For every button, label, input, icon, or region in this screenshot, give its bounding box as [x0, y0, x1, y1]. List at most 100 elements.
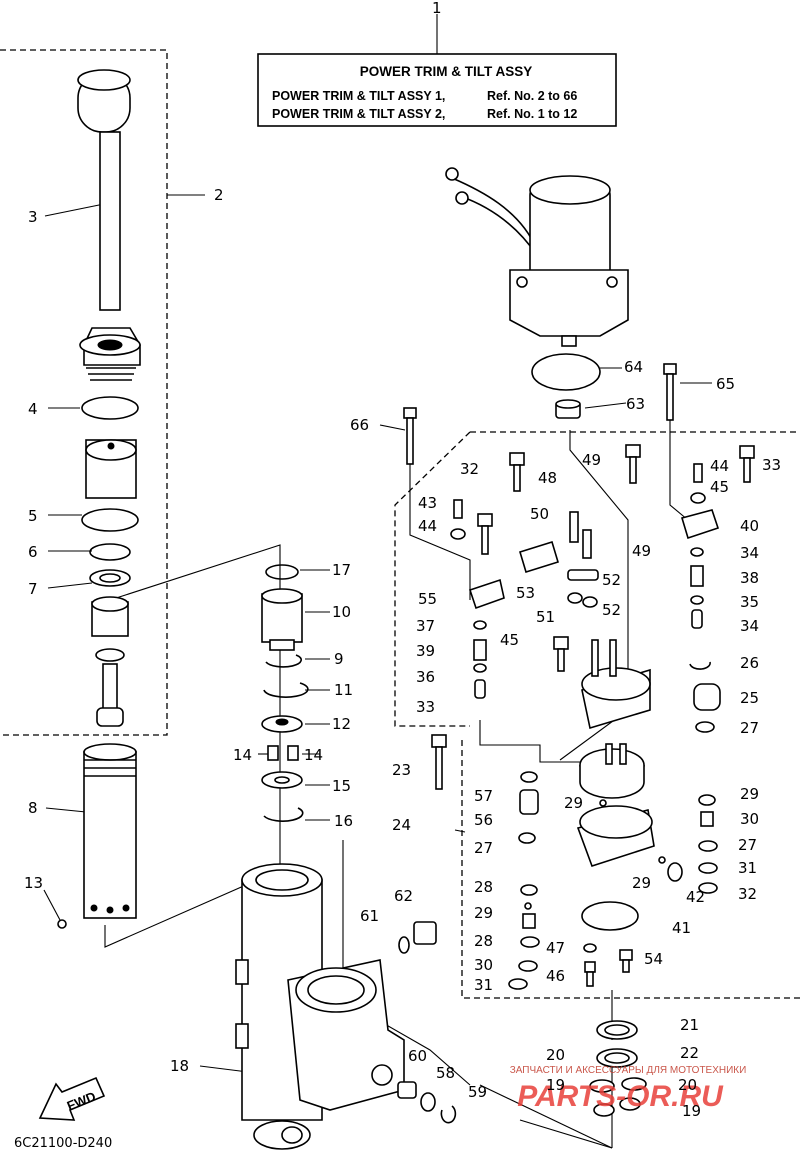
- callout-number: 25: [740, 689, 759, 707]
- part-41-bracket: [680, 509, 720, 540]
- part-49-bolts: [509, 444, 641, 492]
- part-50-51-53-54-valve-parts: [519, 511, 599, 608]
- part-1-motor: [445, 167, 629, 347]
- callout-number: 43: [418, 494, 437, 512]
- callout-number: 48: [538, 469, 557, 487]
- assy-1-ref: Ref. No. 2 to 66: [487, 89, 577, 103]
- callout-number: 29: [632, 874, 651, 892]
- callout-number: 29: [474, 904, 493, 922]
- callout-number: 63: [626, 395, 645, 413]
- part-25-valve: [693, 683, 721, 711]
- callout-number: 18: [170, 1057, 189, 1075]
- callout-number: 46: [546, 967, 565, 985]
- callout-number: 8: [28, 799, 38, 817]
- callout-number: 12: [332, 715, 351, 733]
- pump-gear-plate: [579, 743, 645, 799]
- callout-number: 19: [546, 1076, 565, 1094]
- part-13-ball: [57, 919, 67, 929]
- callout-number: 40: [740, 517, 759, 535]
- part-35-39-36-34-right-valve: [690, 547, 704, 629]
- part-66-bolts: [403, 363, 677, 465]
- part-12-seat: [261, 715, 303, 733]
- callout-number: 27: [474, 839, 493, 857]
- callout-number: 33: [762, 456, 781, 474]
- callout-number: 59: [468, 1083, 487, 1101]
- callout-number: 21: [680, 1016, 699, 1034]
- callout-number: 31: [474, 976, 493, 994]
- callout-number: 44: [418, 517, 437, 535]
- callout-number: 19: [682, 1102, 701, 1120]
- callout-number: 61: [360, 907, 379, 925]
- callout-number: 33: [416, 698, 435, 716]
- callout-number: 10: [332, 603, 351, 621]
- drawing-code: 6C21100-D240: [14, 1136, 112, 1151]
- part-58-57-27-left-valve: [518, 771, 539, 844]
- part-65-o-ring: [531, 353, 601, 391]
- callout-number: 29: [564, 794, 583, 812]
- callout-number: 28: [474, 878, 493, 896]
- callout-number: 27: [740, 719, 759, 737]
- callout-number: 50: [530, 505, 549, 523]
- part-38-40-37-34-left-valve: [473, 620, 487, 699]
- pump-housing-lower: [576, 805, 655, 867]
- callout-number: 17: [332, 561, 351, 579]
- part-21-22-seals: [596, 1020, 638, 1068]
- callout-number: 32: [738, 885, 757, 903]
- watermark-brand: PARTS-OR.RU: [517, 1080, 724, 1113]
- part-63-plug: [413, 921, 437, 945]
- part-7-small-washer: [95, 648, 125, 662]
- callout-number: 64: [624, 358, 643, 376]
- part-45-balls: [450, 492, 706, 540]
- callout-number: 32: [460, 460, 479, 478]
- part-4-o-ring: [81, 396, 139, 420]
- callout-number: 9: [334, 650, 344, 668]
- callout-number: 37: [416, 617, 435, 635]
- callout-number: 2: [214, 186, 224, 204]
- callout-number: 29: [740, 785, 759, 803]
- callout-number: 60: [408, 1047, 427, 1065]
- callout-number: 53: [516, 584, 535, 602]
- part-5-o-ring: [81, 508, 139, 532]
- callout-number: 15: [332, 777, 351, 795]
- part-7-washer: [89, 569, 131, 587]
- callout-number: 20: [678, 1076, 697, 1094]
- assembly-outlines: [0, 49, 800, 999]
- part-3-rod: [77, 69, 131, 311]
- pump-housing-upper: [581, 639, 651, 730]
- callout-number: 14: [304, 746, 323, 764]
- part-61-screw: [397, 1081, 417, 1099]
- part-43-seal: [667, 862, 683, 882]
- part-10-valve: [261, 588, 303, 651]
- title-box: POWER TRIM & TILT ASSY POWER TRIM & TILT…: [257, 14, 617, 127]
- callout-number: 3: [28, 208, 38, 226]
- assy-1-name: POWER TRIM & TILT ASSY 1,: [272, 89, 445, 103]
- part-46-bolt: [553, 636, 569, 672]
- callout-numbers: 1 2 3 4 5 6 7 8 9 10 11 12 13 14 14 15 1…: [24, 0, 781, 1120]
- part-4-piston: [85, 439, 137, 499]
- callout-number: 34: [740, 544, 759, 562]
- callout-number: 45: [710, 478, 729, 496]
- callout-number: 45: [500, 631, 519, 649]
- callout-number: 13: [24, 874, 43, 892]
- callout-number: 35: [740, 593, 759, 611]
- callout-number: 62: [394, 887, 413, 905]
- part-19-20-seals: [589, 1077, 647, 1117]
- callout-number: 30: [474, 956, 493, 974]
- callout-number: 39: [416, 642, 435, 660]
- callout-number: 57: [474, 787, 493, 805]
- part-29-32-right-stack: [599, 794, 718, 894]
- callout-number: 6: [28, 543, 38, 561]
- callout-number: 23: [392, 761, 411, 779]
- callout-number: 58: [436, 1064, 455, 1082]
- part-42-plate: [581, 901, 639, 931]
- part-27-seal: [695, 721, 715, 733]
- part-62-plug: [398, 936, 410, 954]
- callout-number: 54: [644, 950, 663, 968]
- callout-number: 28: [474, 932, 493, 950]
- part-8-cylinder-tube: [83, 743, 137, 919]
- part-56-bracket: [468, 578, 505, 610]
- part-16-circlip: [263, 807, 304, 822]
- part-2-cap-nut: [79, 327, 141, 381]
- part-44-pins: [453, 463, 703, 519]
